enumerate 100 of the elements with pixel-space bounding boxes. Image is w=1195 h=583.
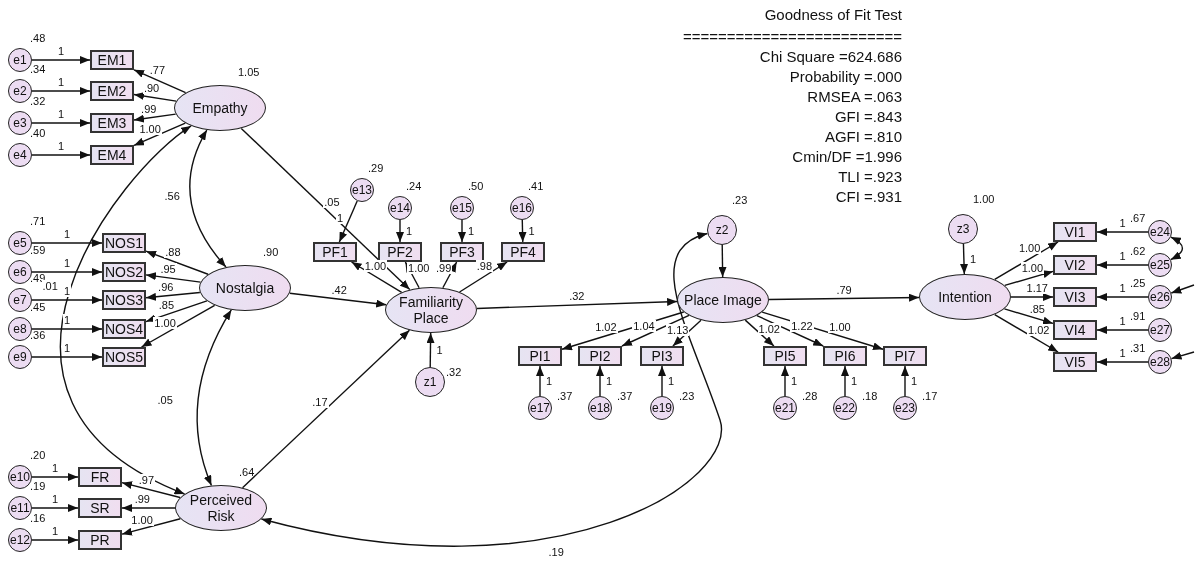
observed-variable-box: PI3 bbox=[640, 346, 684, 366]
fit-statistic: TLI =.923 bbox=[838, 168, 902, 186]
variance-label: .67 bbox=[1130, 212, 1146, 224]
edge-label: 1 bbox=[1118, 347, 1127, 359]
observed-variable-box: PF4 bbox=[501, 242, 545, 262]
error-term-circle: e6 bbox=[8, 260, 32, 284]
edge-label: 1.00 bbox=[363, 259, 388, 272]
arrow bbox=[1170, 284, 1195, 294]
arrow bbox=[145, 272, 202, 283]
variance-label: .36 bbox=[30, 329, 46, 341]
variance-label: .37 bbox=[557, 390, 573, 402]
arrow bbox=[338, 200, 358, 243]
arrow bbox=[350, 261, 403, 293]
arrow bbox=[458, 219, 466, 243]
error-term-circle: e12 bbox=[8, 528, 32, 552]
error-term-circle: e4 bbox=[8, 143, 32, 167]
variance-label: .16 bbox=[30, 512, 46, 524]
edge-label: 1 bbox=[63, 257, 72, 269]
observed-variable-box: VI4 bbox=[1053, 320, 1097, 340]
error-term-circle: e21 bbox=[773, 396, 797, 420]
arrow bbox=[289, 292, 387, 308]
arrow bbox=[31, 151, 91, 159]
latent-variable-ellipse: Familiarity Place bbox=[385, 287, 477, 333]
latent-variable-ellipse: Perceived Risk bbox=[175, 485, 267, 531]
error-term-circle: e5 bbox=[8, 231, 32, 255]
observed-variable-box: VI3 bbox=[1053, 287, 1097, 307]
arrow bbox=[31, 353, 103, 361]
edge-label: .97 bbox=[137, 473, 156, 486]
arrow bbox=[31, 325, 103, 333]
variance-label: .71 bbox=[30, 215, 46, 227]
edge-label: 1.22 bbox=[790, 320, 814, 333]
edge-label: 1 bbox=[63, 228, 72, 240]
arrow bbox=[761, 311, 884, 351]
edge-label: .79 bbox=[835, 283, 853, 296]
arrow bbox=[145, 250, 209, 275]
arrow bbox=[133, 122, 186, 147]
arrow bbox=[31, 473, 79, 481]
variance-label: .25 bbox=[1130, 277, 1146, 289]
observed-variable-box: EM2 bbox=[90, 81, 134, 101]
fit-statistic: GFI =.843 bbox=[834, 108, 902, 126]
error-term-circle: e3 bbox=[8, 111, 32, 135]
observed-variable-box: SR bbox=[78, 498, 122, 518]
edge-label: .99 bbox=[133, 493, 151, 505]
arrow bbox=[458, 261, 508, 293]
observed-variable-box: NOS4 bbox=[102, 319, 146, 339]
variance-label: .41 bbox=[528, 180, 544, 192]
arrow bbox=[658, 365, 666, 397]
variance-label: .90 bbox=[263, 246, 279, 258]
edge-label: .96 bbox=[157, 280, 175, 293]
observed-variable-box: EM1 bbox=[90, 50, 134, 70]
edge-label: 1 bbox=[57, 108, 66, 120]
edge-label: 1.02 bbox=[1027, 324, 1051, 336]
edge-label: .85 bbox=[1028, 303, 1046, 316]
arrow bbox=[1096, 358, 1149, 366]
arrow bbox=[994, 313, 1059, 353]
edge-label: 1.00 bbox=[130, 513, 154, 526]
arrow bbox=[31, 87, 91, 95]
observed-variable-box: EM4 bbox=[90, 145, 134, 165]
observed-variable-box: PF3 bbox=[440, 242, 484, 262]
observed-variable-box: VI1 bbox=[1053, 222, 1097, 242]
variance-label: .19 bbox=[30, 480, 46, 492]
variance-label: .34 bbox=[30, 63, 46, 75]
arrow bbox=[960, 243, 969, 275]
edge-label: 1 bbox=[1118, 217, 1127, 229]
arrow bbox=[1096, 293, 1149, 301]
arrow bbox=[31, 268, 103, 276]
arrow bbox=[121, 504, 176, 512]
fit-statistic: CFI =.931 bbox=[835, 188, 902, 206]
arrow bbox=[31, 296, 103, 304]
edge-label: 1 bbox=[63, 314, 72, 326]
observed-variable-box: NOS1 bbox=[102, 233, 146, 253]
covariance-arrow bbox=[60, 125, 192, 495]
variance-label: .20 bbox=[30, 449, 46, 461]
observed-variable-box: PF1 bbox=[313, 242, 357, 262]
arrow bbox=[1096, 228, 1149, 236]
fit-test-title: Goodness of Fit Test bbox=[764, 6, 902, 24]
arrow bbox=[240, 127, 411, 291]
edge-label: 1 bbox=[435, 344, 444, 357]
arrow bbox=[1096, 326, 1149, 334]
error-term-circle: e27 bbox=[1148, 318, 1172, 342]
edge-label: 1 bbox=[790, 375, 799, 387]
error-term-circle: e25 bbox=[1148, 253, 1172, 277]
observed-variable-box: NOS2 bbox=[102, 262, 146, 282]
error-term-circle: e22 bbox=[833, 396, 857, 420]
error-term-circle: e18 bbox=[588, 396, 612, 420]
covariance-arrow bbox=[196, 309, 232, 487]
error-term-circle: z3 bbox=[948, 214, 978, 244]
arrow bbox=[31, 119, 91, 127]
covariance-arrow bbox=[260, 232, 722, 547]
arrow bbox=[536, 365, 544, 397]
latent-variable-ellipse: Place Image bbox=[677, 277, 769, 323]
variance-label: .29 bbox=[368, 162, 384, 174]
arrow bbox=[768, 293, 920, 302]
arrow bbox=[901, 365, 909, 397]
edge-label: 1 bbox=[51, 493, 60, 505]
arrow bbox=[241, 329, 411, 489]
error-term-circle: e10 bbox=[8, 465, 32, 489]
arrow bbox=[561, 311, 685, 351]
variance-label: 1.05 bbox=[238, 66, 260, 78]
arrow bbox=[31, 536, 79, 544]
